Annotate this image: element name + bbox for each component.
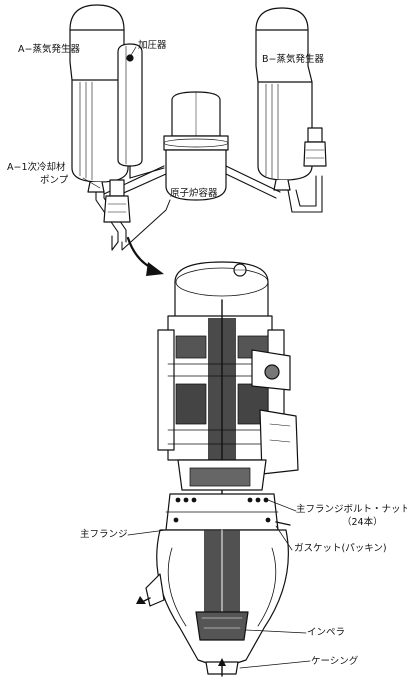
label-steam-generator-a: A−蒸気発生器 (18, 44, 80, 55)
pressurizer (117, 43, 143, 179)
flow-arrows (136, 596, 226, 677)
label-main-flange: 主フランジ (80, 529, 128, 540)
label-coolant-pump-a1-line1: A−1次冷却材 (7, 162, 66, 173)
reactor-vessel (163, 91, 229, 201)
pump-cutaway (145, 261, 299, 675)
steam-generator-a (69, 4, 129, 193)
label-gasket: ガスケット(パッキン) (294, 543, 387, 554)
label-pressurizer: 加圧器 (138, 40, 167, 51)
label-casing: ケーシング (311, 656, 359, 667)
top-leader-lines (82, 46, 197, 197)
label-steam-generator-b: B−蒸気発生器 (262, 54, 324, 65)
coolant-pump-b (303, 127, 327, 167)
label-bolt-count: （24本） (342, 517, 383, 528)
bottom-leader-lines (127, 499, 311, 669)
magnify-arrow (126, 236, 164, 276)
label-main-flange-bolt-nut: 主フランジボルト・ナット (296, 504, 407, 515)
label-reactor-vessel: 原子炉容器 (170, 188, 218, 199)
coolant-pump-a1 (103, 179, 131, 223)
label-coolant-pump-a1-line2: ポンプ (40, 175, 69, 186)
label-impeller: インペラ (307, 627, 346, 638)
